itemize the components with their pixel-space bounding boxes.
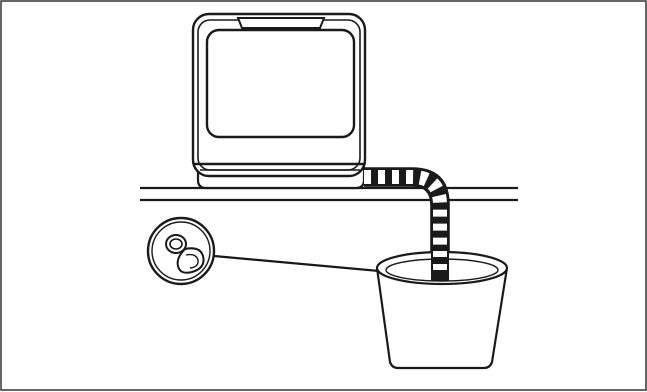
dishwasher-door (205, 28, 356, 139)
callout-leader-line (213, 254, 391, 274)
door-handle (236, 17, 326, 29)
hose-end (431, 250, 449, 281)
countertop (140, 186, 518, 202)
drain-hose (364, 167, 450, 280)
hose-cap-icon (165, 234, 205, 274)
